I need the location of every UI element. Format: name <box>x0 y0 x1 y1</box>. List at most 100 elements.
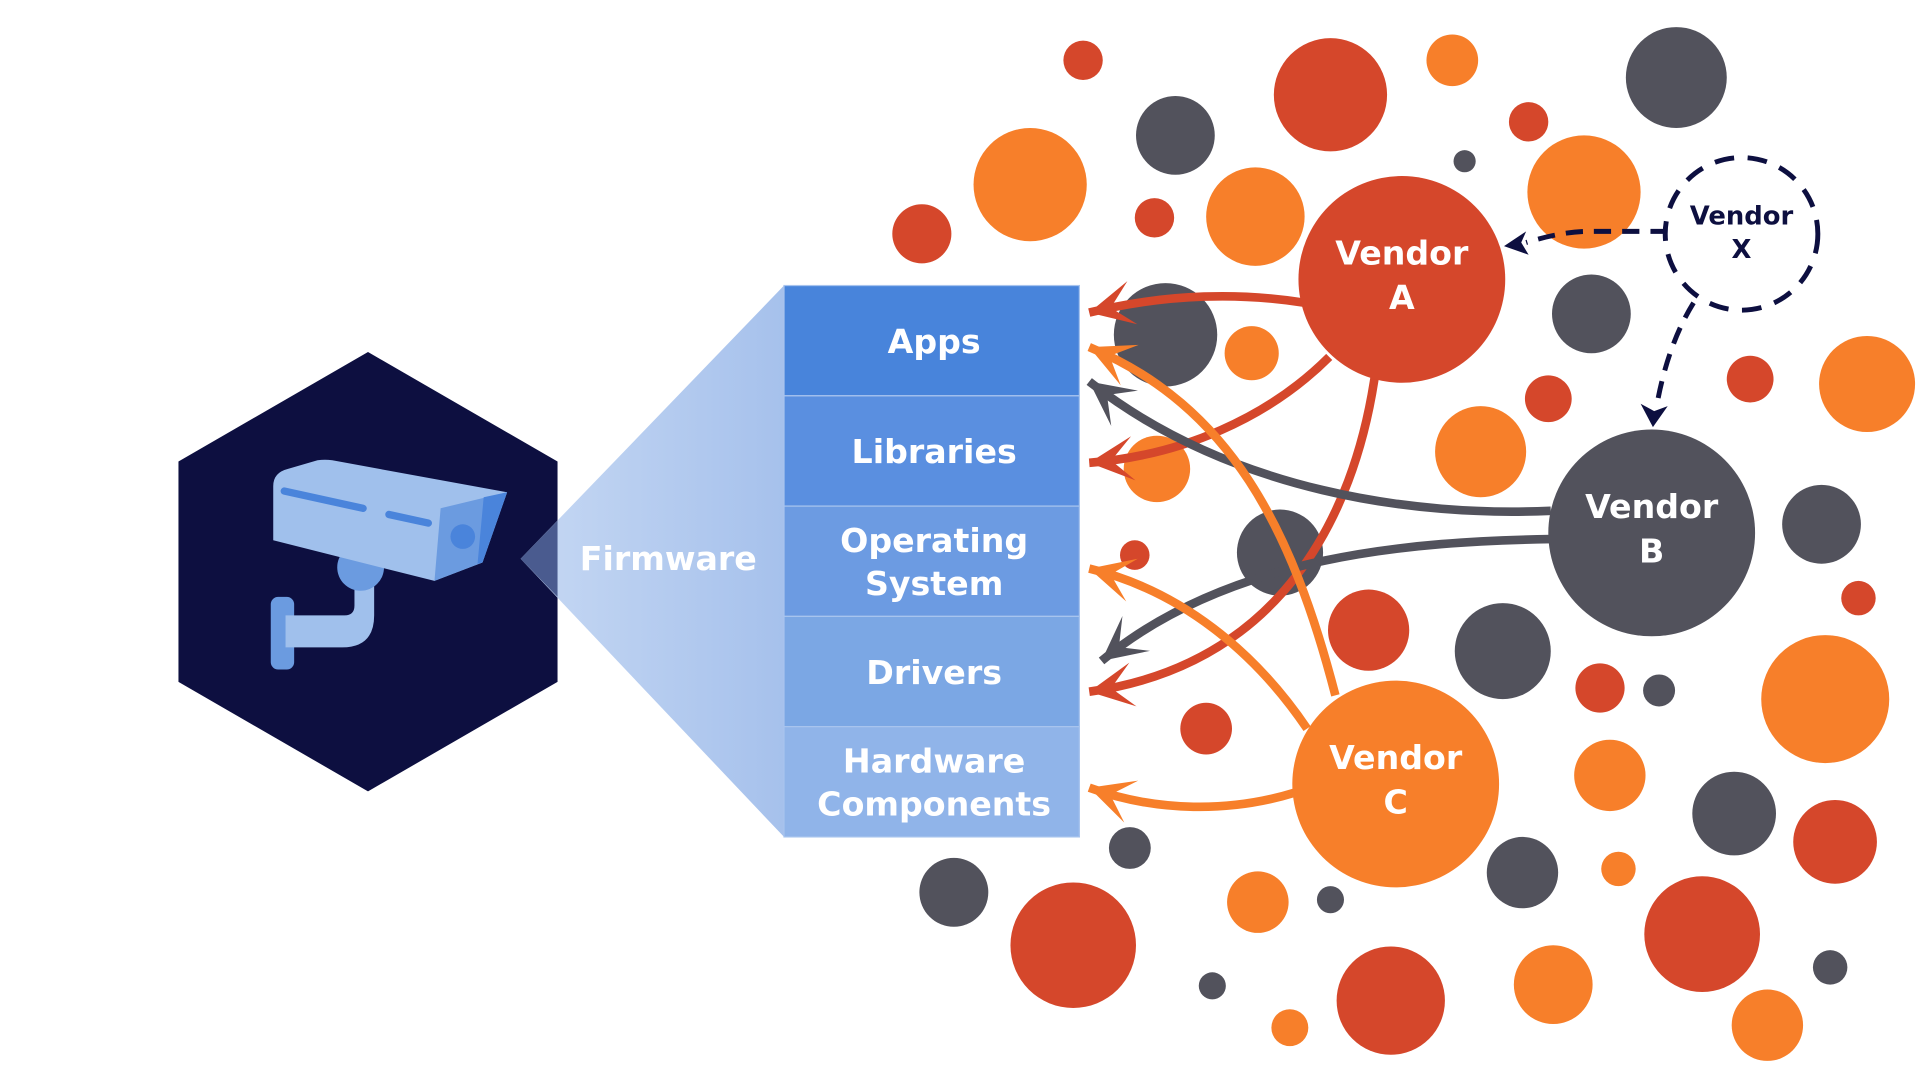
bubble-gray <box>1782 484 1861 564</box>
tier-label: Hardware <box>843 742 1025 781</box>
arrow-line <box>1098 534 1551 665</box>
arrow-line <box>1088 292 1306 317</box>
arrow-vendor-b-to-apps <box>1086 378 1551 516</box>
bubble-gray <box>1316 886 1344 914</box>
bubble-red <box>1180 702 1232 755</box>
bubble-gray <box>1552 274 1631 354</box>
background-bubbles <box>892 27 1916 1061</box>
bubble-orange <box>1574 739 1646 812</box>
arrow-vendor-c-to-apps <box>1087 343 1340 697</box>
arrow-head <box>1089 558 1138 602</box>
arrow-head <box>1089 780 1139 823</box>
bubble-gray <box>1136 96 1215 175</box>
bubble-orange <box>1271 1009 1309 1047</box>
bubble-red <box>1134 198 1175 238</box>
firmware-label: Firmware <box>580 539 757 578</box>
vendor-circle-dashed <box>1662 155 1821 313</box>
bubble-red <box>1328 589 1410 671</box>
firmware-stack: AppsLibrariesOperatingSystemDriversHardw… <box>783 284 1080 838</box>
dependency-arrows <box>1086 228 1696 823</box>
bubble-gray <box>1486 836 1559 909</box>
bubble-orange <box>1206 167 1305 266</box>
tier-box <box>783 505 1080 617</box>
arrow-vendor-a-to-libraries <box>1088 353 1333 481</box>
bubble-red <box>1841 580 1876 616</box>
vendor-label: Vendor <box>1335 234 1469 273</box>
dashed-link-x-to-b <box>1654 301 1696 407</box>
bubble-red <box>1508 102 1549 142</box>
bubble-red <box>1336 946 1445 1055</box>
bubble-orange <box>1601 851 1636 887</box>
bubble-gray <box>1453 150 1476 173</box>
bubble-red <box>892 204 952 264</box>
tier-drivers: Drivers <box>783 615 1080 728</box>
arrow-head <box>1640 403 1668 428</box>
vendor-label: A <box>1389 278 1415 317</box>
arrow-vendor-a-to-apps <box>1088 281 1306 325</box>
bubble-orange <box>973 128 1087 242</box>
arrow-head <box>1101 616 1151 661</box>
bubble-red <box>1793 800 1877 884</box>
arrow-vendor-c-to-hardware-components <box>1087 780 1297 823</box>
bubble-orange <box>1513 945 1593 1024</box>
arrow-vendor-c-to-operating-system <box>1088 558 1311 732</box>
tier-label: Components <box>817 785 1051 824</box>
bubble-orange <box>1224 326 1279 381</box>
bubble-orange <box>1761 635 1890 764</box>
arrow-head <box>1504 231 1529 255</box>
bubble-gray <box>1625 27 1727 129</box>
security-camera-icon <box>270 459 508 670</box>
bubble-gray <box>1113 283 1218 387</box>
tier-label: Operating <box>840 521 1028 560</box>
bubble-orange <box>1819 336 1916 432</box>
tier-box <box>783 395 1080 507</box>
vendor-x-links <box>1504 228 1696 428</box>
firmware-fan-overlap <box>520 520 558 597</box>
arrow-head <box>1089 381 1138 426</box>
tier-label: System <box>865 564 1003 603</box>
tier-label: Drivers <box>866 653 1002 692</box>
vendor-label: X <box>1732 235 1752 265</box>
bubble-red <box>1726 355 1774 403</box>
bubble-orange <box>1227 871 1289 933</box>
arrow-head <box>1089 281 1138 325</box>
bubble-red <box>1010 882 1136 1008</box>
tier-box <box>783 726 1080 838</box>
tier-label: Libraries <box>852 432 1017 471</box>
arrow-head <box>1089 344 1139 386</box>
arrow-line <box>1086 378 1551 516</box>
bubble-gray <box>1198 972 1226 1000</box>
vendor-circle <box>1298 176 1506 383</box>
vendor-label: B <box>1639 531 1664 570</box>
arrow-head <box>1089 662 1137 707</box>
bubble-gray <box>1692 771 1776 856</box>
arrow-line <box>1087 343 1340 697</box>
vendor-label: Vendor <box>1329 738 1463 777</box>
tier-box <box>783 615 1080 728</box>
vendor-label: C <box>1383 783 1407 822</box>
vendor-label: Vendor <box>1690 202 1794 232</box>
arrow-vendor-b-to-drivers <box>1098 534 1551 665</box>
firmware-fan <box>520 285 784 837</box>
tier-box <box>783 284 1080 397</box>
arrow-line <box>1088 564 1311 732</box>
bubble-gray <box>1454 603 1551 700</box>
bubble-red <box>1063 40 1103 80</box>
bubble-red <box>1644 876 1760 992</box>
tier-label: Apps <box>888 322 981 361</box>
vendor-circle <box>1292 680 1500 888</box>
arrow-line <box>1088 353 1333 468</box>
bubble-orange <box>1435 406 1527 498</box>
bubble-orange <box>1731 989 1804 1061</box>
bubble-gray <box>1643 674 1676 707</box>
vendor-circle <box>1548 429 1756 637</box>
tier-apps: Apps <box>783 284 1080 397</box>
